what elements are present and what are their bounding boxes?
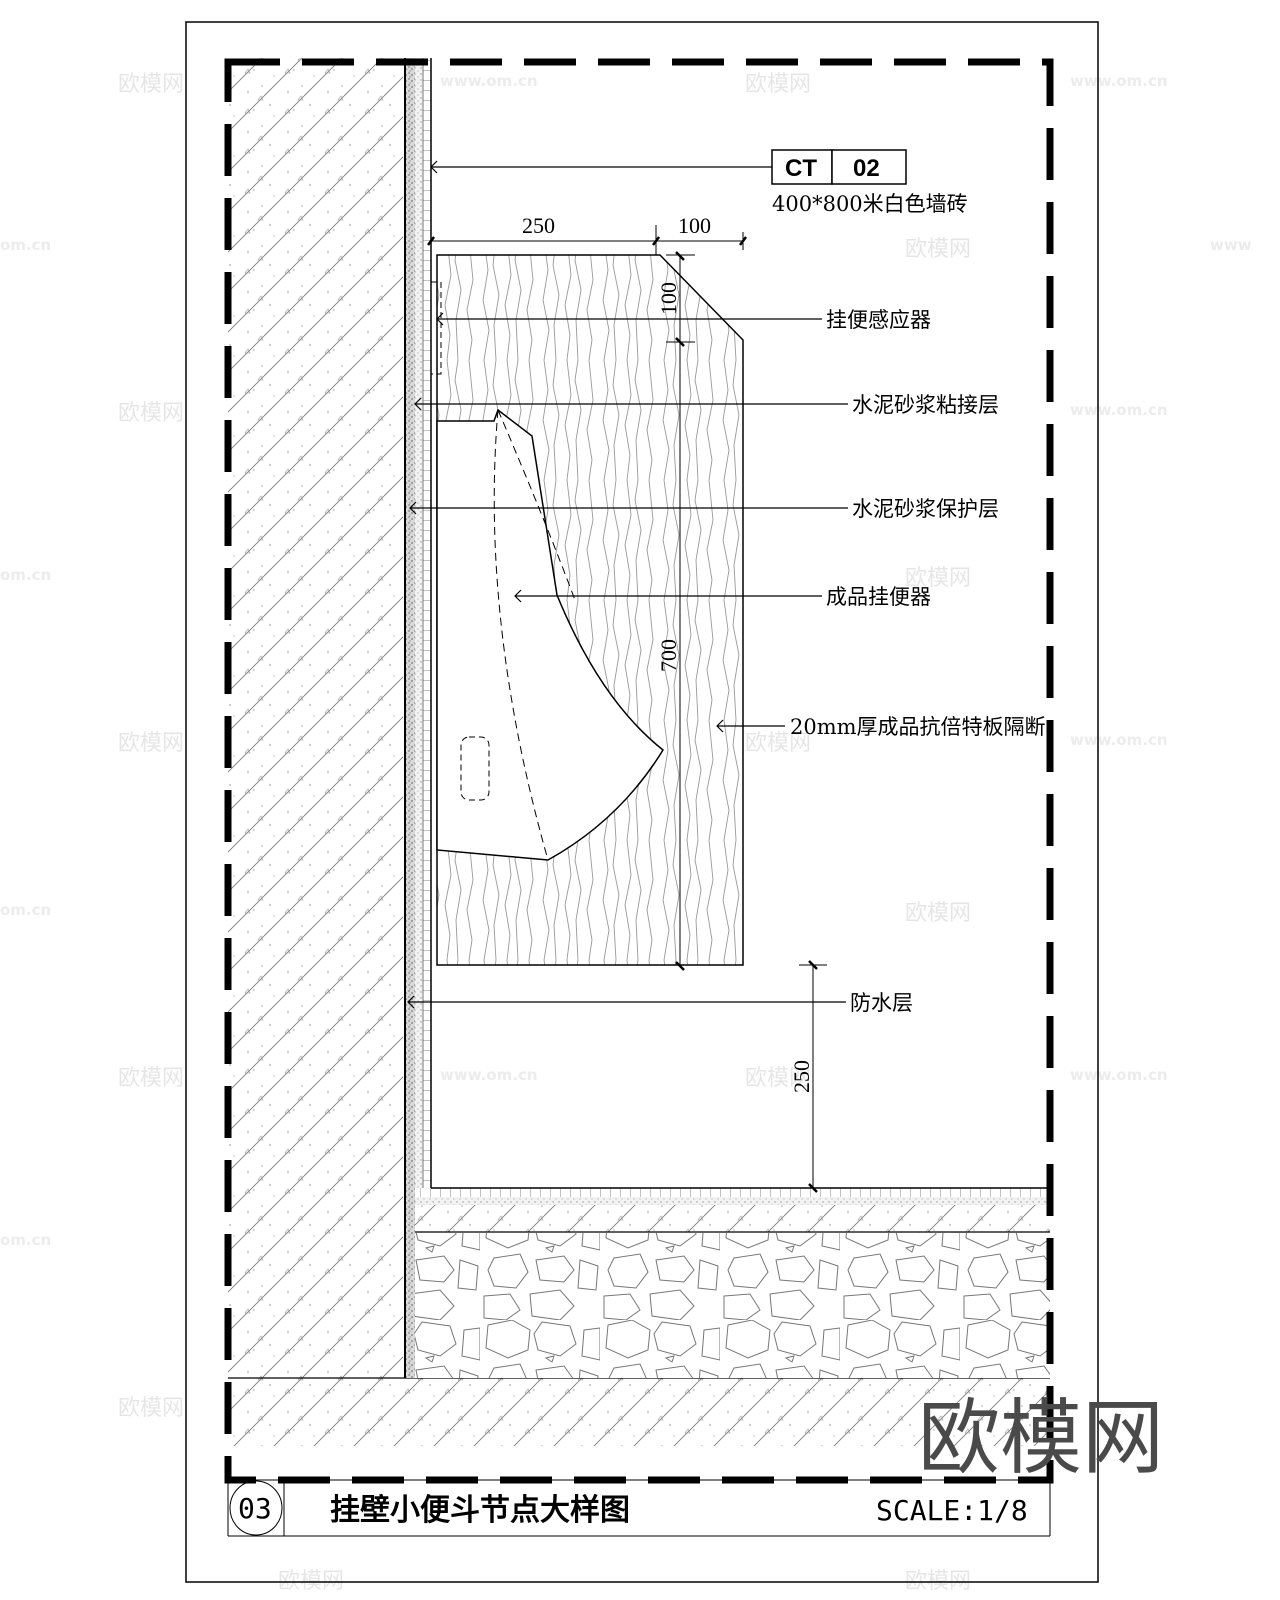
dim-partition-depth: 250	[522, 213, 555, 238]
svg-text:欧模网: 欧模网	[118, 731, 184, 756]
svg-text:欧模网: 欧模网	[745, 72, 811, 97]
dim-chamfer-height: 100	[656, 282, 681, 315]
drawing-title: 挂壁小便斗节点大样图	[330, 1493, 630, 1528]
svg-text:欧模网: 欧模网	[118, 1396, 184, 1421]
sheet-frame	[185, 21, 1099, 1583]
urinal-outlet	[460, 736, 490, 801]
material-tag-code: CT	[785, 155, 817, 182]
gravel-fill	[415, 1233, 1050, 1378]
svg-text:om.cn: om.cn	[0, 236, 51, 254]
callout-mortar-bonding-layer: 水泥砂浆粘接层	[852, 393, 999, 417]
svg-text:欧模网: 欧模网	[118, 1066, 184, 1091]
urinal-body	[436, 408, 664, 861]
dim-chamfer-width: 100	[678, 213, 711, 238]
urinal-sensor	[430, 281, 442, 375]
callout-mortar-protective-layer: 水泥砂浆保护层	[852, 497, 999, 521]
svg-text:www.om.cn: www.om.cn	[1070, 731, 1168, 749]
svg-text:欧模网: 欧模网	[745, 1066, 811, 1091]
drawing-scale: SCALE:1/8	[876, 1494, 1028, 1527]
svg-text:www.om.cn: www.om.cn	[440, 72, 538, 90]
concrete-wall	[228, 58, 403, 1378]
svg-text:欧模网: 欧模网	[118, 401, 184, 426]
callout-finished-urinal: 成品挂便器	[826, 585, 931, 609]
dim-floor-clearance: 250	[789, 1060, 814, 1093]
svg-text:欧模网: 欧模网	[905, 901, 971, 926]
svg-text:www.om.cn: www.om.cn	[1070, 401, 1168, 419]
brand-watermark: 欧模网	[918, 1391, 1164, 1486]
callout-waterproof-layer: 防水层	[850, 991, 913, 1015]
svg-text:欧模网: 欧模网	[745, 731, 811, 756]
floor-mortar-layer	[415, 1197, 1050, 1205]
svg-text:www.om.cn: www.om.cn	[440, 1066, 538, 1084]
dim-partition-height: 700	[656, 639, 681, 672]
material-tag: CT 02 400*800米白色墙砖	[771, 149, 968, 216]
material-tag-number: 02	[853, 155, 880, 182]
concrete-floor-slab	[228, 1378, 1050, 1446]
callout-urinal-sensor: 挂便感应器	[826, 308, 931, 332]
svg-text:欧模网: 欧模网	[118, 72, 184, 97]
detail-number: 03	[238, 1492, 272, 1525]
svg-text:om.cn: om.cn	[0, 566, 51, 584]
svg-text:om.cn: om.cn	[0, 901, 51, 919]
detail-boundary	[224, 58, 1054, 1484]
title-block: 03 挂壁小便斗节点大样图 SCALE:1/8	[227, 1479, 1051, 1537]
callout-compact-laminate-partition: 20mm厚成品抗倍特板隔断	[790, 715, 1046, 739]
material-tag-description: 400*800米白色墙砖	[772, 192, 968, 216]
waterproof-layer	[406, 58, 415, 1378]
wall-tile-layer	[423, 58, 431, 1188]
svg-text:www.om.cn: www.om.cn	[1070, 72, 1168, 90]
detail-number-circle	[229, 1480, 283, 1536]
svg-text:欧模网: 欧模网	[905, 237, 971, 262]
svg-text:om.cn: om.cn	[0, 1231, 51, 1249]
leader-lines	[407, 160, 848, 1009]
svg-text:欧模网: 欧模网	[905, 566, 971, 591]
floor-screed-layer	[415, 1205, 1050, 1232]
mortar-bonding-layer	[415, 58, 423, 1188]
svg-text:www: www	[1210, 236, 1252, 254]
svg-text:www.om.cn: www.om.cn	[1070, 1066, 1168, 1084]
floor-tile-layer	[415, 1188, 1050, 1197]
